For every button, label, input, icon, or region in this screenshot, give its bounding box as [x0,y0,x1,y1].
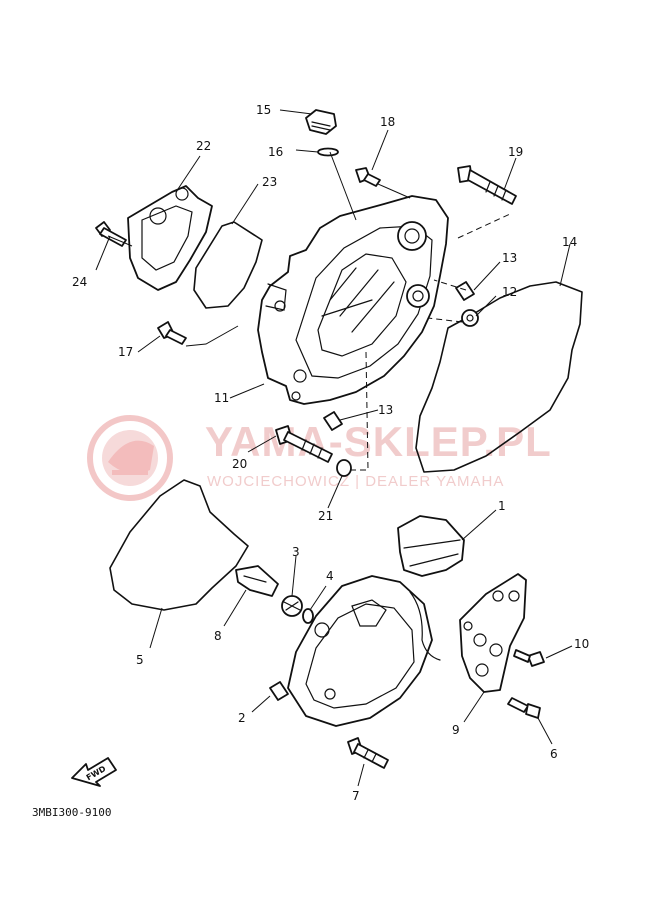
part-8-plate [235,565,279,597]
part-16-o-ring [317,147,339,157]
watermark-subtitle: WOJCIECHOWICZ | DEALER YAMAHA [207,473,504,490]
callout-8: 8 [214,629,222,643]
part-13-dowel-upper [455,281,475,301]
callout-9: 9 [452,723,460,737]
callout-22: 22 [196,139,211,153]
part-5-gasket [109,479,249,611]
watermark: YAMA-SKLEP.PL WOJCIECHOWICZ | DEALER YAM… [87,415,552,501]
callout-7: 7 [352,789,360,803]
callout-1: 1 [498,499,506,513]
callout-15: 15 [256,103,271,117]
part-23-gasket [193,221,263,309]
callout-5: 5 [136,653,144,667]
callout-20: 20 [232,457,247,471]
callout-19: 19 [508,145,523,159]
callout-10: 10 [574,637,589,651]
callout-17: 17 [118,345,133,359]
callout-6: 6 [550,747,558,761]
part-19-long-bolt [457,165,517,205]
callout-21: 21 [318,509,333,523]
part-9-bracket [459,573,527,693]
part-1-crankcase-cover [287,515,465,727]
callout-13-lower: 13 [378,403,393,417]
part-13-dowel-lower [323,411,343,431]
fwd-arrow-icon: FWD [71,757,117,787]
part-3-plug [281,595,303,617]
callout-2: 2 [238,711,246,725]
part-12-seal [461,309,479,327]
part-15-oil-filler-cap [305,109,337,135]
part-7-long-bolt [347,737,389,769]
callout-3: 3 [292,545,300,559]
part-6-bolt [507,697,541,719]
leader-lines [95,109,573,787]
callout-11: 11 [214,391,229,405]
diagram-code: 3MBI300-9100 [32,806,111,819]
part-20-long-bolt [275,425,333,463]
callout-13-upper: 13 [502,251,517,265]
part-2-dowel [269,681,289,701]
callout-18: 18 [380,115,395,129]
part-14-gasket [415,281,583,473]
part-10-bolt [513,649,545,667]
callout-labels: 1 2 3 4 5 6 7 8 9 10 11 12 13 13 14 15 1… [72,103,589,803]
part-24-bolt [95,221,127,247]
callout-14: 14 [562,235,577,249]
callout-23: 23 [262,175,277,189]
callout-16: 16 [268,145,283,159]
watermark-title: YAMA-SKLEP.PL [205,418,552,465]
part-21-washer [336,459,352,477]
part-17-bolt [157,321,187,345]
callout-12: 12 [502,285,517,299]
part-22-cover [127,185,213,291]
part-11-crankcase-cover [257,195,449,405]
part-4-o-ring [302,608,314,624]
watermark-logo-icon [87,415,173,501]
callout-4: 4 [326,569,334,583]
callout-24: 24 [72,275,87,289]
part-18-bolt [355,167,381,187]
